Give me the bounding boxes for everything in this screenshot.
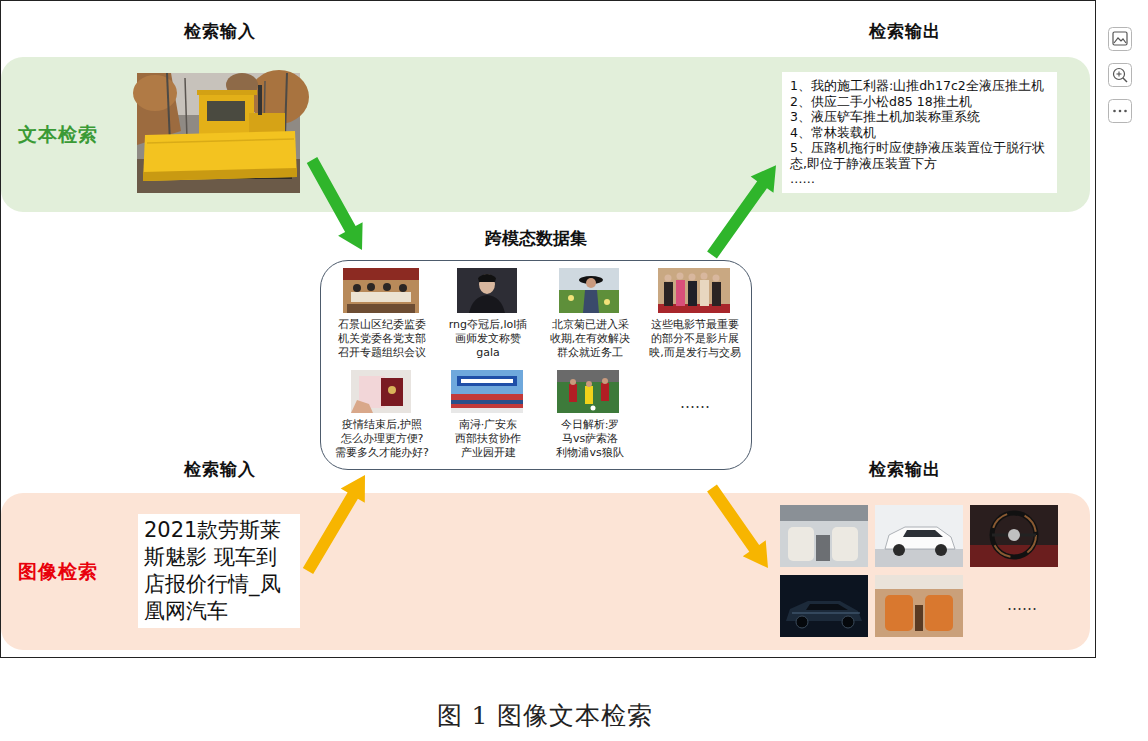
query-text: 2021款劳斯莱斯魅影 现车到店报价行情_凤凰网汽车: [144, 517, 294, 625]
result-text-box: 1、我的施工利器:山推dh17c2全液压推土机2、供应二手小松d85 18推土机…: [782, 72, 1057, 193]
picture-arrow: [707, 485, 768, 568]
band-label: 文本检索: [18, 122, 98, 148]
band-label: 图像检索: [18, 559, 98, 585]
result-line: 5、压路机拖行时应使静液压装置位于脱行状 态,即位于静液压装置下方: [790, 140, 1049, 171]
thumb-caption: 疫情结束后,护照 怎么办理更方便? 需要多久才能办好?: [332, 418, 432, 460]
thumb-meeting: [343, 268, 419, 313]
thumb-passport: [351, 370, 411, 413]
dark-car-photo: [780, 575, 868, 637]
column-heading: 检索输入: [184, 458, 256, 481]
image-search-band: 图像检索 2021款劳斯莱斯魅影 现车到店报价行情_凤凰网汽车: [0, 493, 1090, 650]
result-line: 1、我的施工利器:山推dh17c2全液压推土机: [790, 78, 1049, 94]
thumb-person: [457, 268, 517, 313]
thumb-caption: 石景山区纪委监委 机关党委各党支部 召开专题组织会议: [332, 318, 432, 360]
result-line: 3、液压铲车推土机加装称重系统: [790, 109, 1049, 125]
query-text-box: 2021款劳斯莱斯魅影 现车到店报价行情_凤凰网汽车: [138, 514, 300, 628]
ellipsis: ……: [1007, 596, 1037, 614]
result-line: 4、常林装载机: [790, 125, 1049, 141]
toolbar-icons: [1109, 28, 1132, 123]
car-interior-photo: [780, 505, 868, 567]
result-line: ……: [790, 171, 1049, 187]
result-line: 2、供应二手小松d85 18推土机: [790, 94, 1049, 110]
ellipsis: ……: [645, 394, 745, 412]
dataset-title: 跨模态数据集: [321, 227, 751, 250]
thumb-group-photo: [658, 268, 730, 313]
figure-frame: [1, 1, 1096, 658]
dataset-box: 跨模态数据集石景山区纪委监委 机关党委各党支部 召开专题组织会议rng夺冠后,l…: [320, 260, 752, 470]
thumb-ceremony: [451, 370, 523, 413]
thumb-caption: 北京菊已进入采 收期,在有效解决 群众就近务工: [540, 318, 640, 360]
column-heading: 检索输出: [869, 20, 941, 43]
flow-arrow: [303, 475, 365, 574]
thumb-caption: 南浔·广安东 西部扶贫协作 产业园开建: [438, 418, 538, 460]
thumb-caption: 这些电影节最重要 的部分不是影片展 映,而是发行与交易: [645, 318, 745, 360]
picture-arrow: [307, 157, 363, 250]
white-car-photo: [875, 505, 963, 567]
steering-wheel-photo: [970, 505, 1058, 567]
text-search-band: 文本检索 1、我的施工利器:山推dh17c2全液压推土机2、供应二手小松d85 1…: [0, 57, 1090, 212]
thumb-caption: rng夺冠后,lol插 画师发文称赞 gala: [438, 318, 538, 360]
thumb-caption: 今日解析:罗 马vs萨索洛 利物浦vs狼队: [540, 418, 640, 460]
bulldozer-photo: [133, 70, 309, 193]
flow-arrow: [707, 165, 776, 258]
figure-caption: 图 1 图像文本检索: [437, 699, 654, 732]
column-heading: 检索输入: [184, 20, 256, 43]
orange-band-fill: [1, 493, 1090, 650]
column-heading: 检索输出: [869, 458, 941, 481]
orange-interior-photo: [875, 575, 963, 637]
green-band-fill: [1, 57, 1090, 212]
thumb-football: [557, 370, 619, 413]
thumb-field: [559, 268, 619, 313]
